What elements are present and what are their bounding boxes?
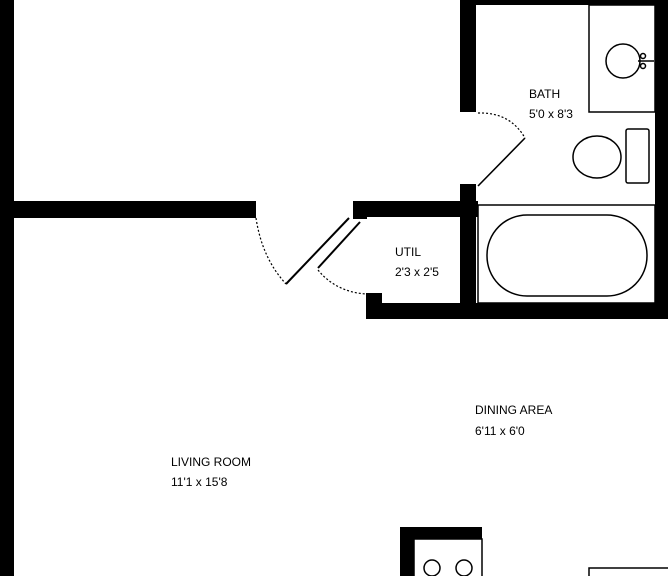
bath-door-swing bbox=[477, 112, 526, 139]
counter-fragment bbox=[588, 567, 668, 576]
living-size: 11'1 x 15'8 bbox=[171, 475, 228, 489]
util-name: UTIL bbox=[395, 245, 421, 259]
dining-name: DINING AREA bbox=[475, 403, 552, 417]
kitchen-wall-left bbox=[400, 527, 414, 576]
bath-name: BATH bbox=[529, 87, 560, 101]
living-upper-wall bbox=[14, 201, 256, 218]
dining-upper-wall bbox=[366, 303, 668, 319]
toilet-bowl-icon bbox=[572, 135, 622, 179]
door-swing-right bbox=[317, 269, 367, 295]
bathtub-inner-icon bbox=[486, 214, 648, 297]
bathtub-outer bbox=[477, 204, 656, 304]
bath-fixtures bbox=[477, 4, 656, 304]
faucet-knob-bottom bbox=[639, 62, 647, 70]
dining-size: 6'11 x 6'0 bbox=[475, 424, 525, 438]
faucet-knob-top bbox=[639, 52, 647, 60]
kitchen-wall-top bbox=[400, 527, 482, 539]
left-exterior-wall bbox=[0, 0, 14, 576]
door-leaf-right bbox=[317, 221, 361, 269]
doors bbox=[255, 112, 526, 295]
util-upper-wall bbox=[353, 201, 478, 217]
toilet-tank-icon bbox=[625, 128, 650, 184]
bath-left-wall-lower bbox=[460, 184, 476, 303]
bath-left-wall-upper bbox=[460, 0, 476, 112]
burner-right-icon bbox=[455, 559, 473, 576]
vanity bbox=[588, 4, 656, 113]
bath-right-wall bbox=[655, 0, 668, 303]
bath-top-wall bbox=[460, 0, 668, 5]
util-left-stub-top bbox=[353, 201, 367, 219]
bath-size: 5'0 x 8'3 bbox=[529, 107, 573, 121]
sink-icon bbox=[605, 43, 641, 79]
burner-left-icon bbox=[423, 559, 441, 576]
util-size: 2'3 x 2'5 bbox=[395, 265, 439, 279]
living-name: LIVING ROOM bbox=[171, 455, 251, 469]
door-swing-left bbox=[255, 217, 287, 285]
stove-body bbox=[413, 538, 483, 576]
counter-edge bbox=[588, 567, 668, 576]
bath-door-leaf bbox=[477, 137, 526, 187]
stove bbox=[413, 538, 483, 576]
door-leaf-left bbox=[285, 217, 350, 285]
